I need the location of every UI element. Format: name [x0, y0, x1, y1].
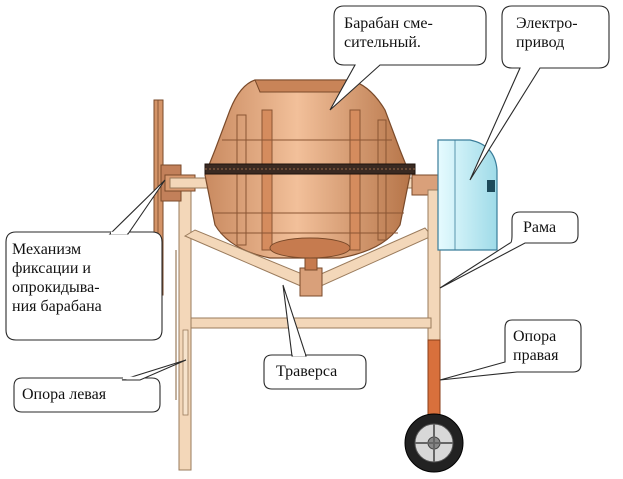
callout-mechanism [5, 179, 166, 341]
left-support [175, 184, 192, 471]
callout-left-support [13, 359, 187, 413]
wheel [404, 413, 464, 473]
mixing-drum [204, 79, 416, 259]
callout-right-support [439, 319, 582, 381]
callout-traverse [263, 284, 367, 390]
traverse [183, 227, 433, 297]
right-support [427, 339, 441, 421]
callout-drive [469, 5, 610, 181]
callout-drum [329, 5, 487, 111]
frame-brace [190, 317, 432, 329]
callout-frame [439, 211, 579, 289]
right-frame [411, 174, 441, 341]
electric-drive [437, 139, 498, 251]
